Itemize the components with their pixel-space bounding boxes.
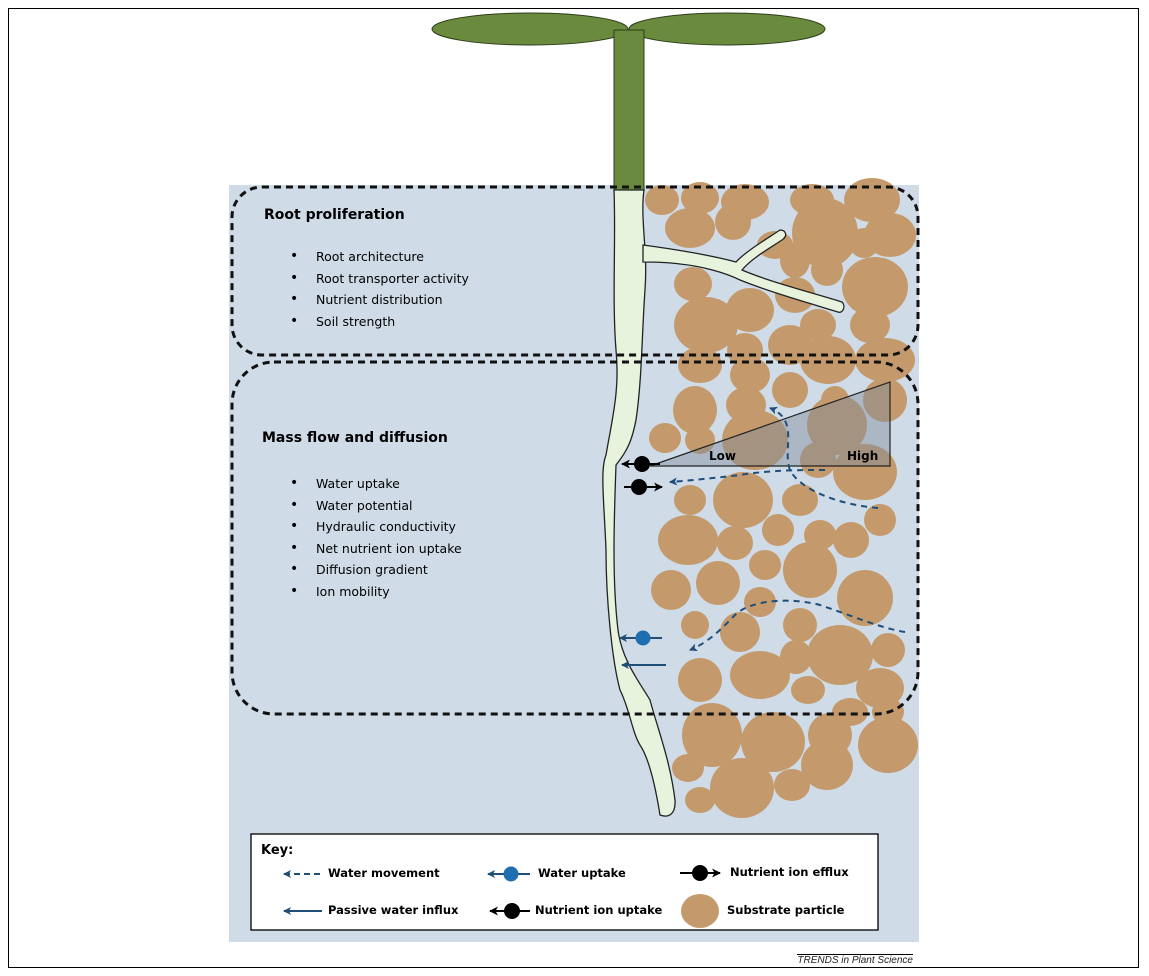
list-item: Net nutrient ion uptake (290, 538, 462, 560)
key-title: Key: (261, 843, 294, 858)
list-item: Hydraulic conductivity (290, 516, 462, 538)
root-proliferation-zone (230, 185, 920, 357)
mass-flow-zone (230, 360, 920, 716)
lateral-root (642, 229, 845, 313)
list-item: Soil strength (290, 311, 469, 333)
nutrient-ion-uptake-marker (621, 456, 660, 472)
water-movement-paths (669, 406, 906, 652)
diffusion-gradient-triangle (649, 381, 891, 467)
root-proliferation-list: Root architecture Root transporter activ… (290, 246, 469, 332)
key-passive-water-influx-label: Passive water influx (328, 903, 459, 917)
key-substrate-particle-label: Substrate particle (727, 903, 845, 917)
mass-flow-list: Water uptake Water potential Hydraulic c… (290, 473, 462, 602)
nutrient-ion-efflux-marker (624, 479, 663, 495)
list-item: Root architecture (290, 246, 469, 268)
substrate-particles (645, 178, 918, 818)
key-water-uptake-label: Water uptake (538, 866, 626, 880)
root-proliferation-title: Root proliferation (264, 207, 405, 223)
key-nutrient-ion-uptake-label: Nutrient ion uptake (535, 903, 663, 917)
left-cotyledon (431, 12, 629, 46)
key-nutrient-ion-uptake-symbol (489, 903, 530, 919)
list-item: Water uptake (290, 473, 462, 495)
gradient-low-label: Low (709, 449, 736, 463)
list-item: Water potential (290, 495, 462, 517)
key-box (250, 833, 879, 931)
list-item: Nutrient distribution (290, 289, 469, 311)
seedling-shoot (431, 12, 826, 191)
journal-credit: TRENDS in Plant Science (797, 954, 913, 966)
right-cotyledon (628, 12, 826, 46)
list-item: Ion mobility (290, 581, 462, 603)
key-nutrient-ion-efflux-symbol (680, 865, 721, 881)
water-uptake-marker (619, 630, 662, 646)
list-item: Root transporter activity (290, 268, 469, 290)
key-substrate-particle-symbol (681, 894, 719, 928)
stem (613, 29, 645, 191)
gradient-high-label: High (847, 449, 878, 463)
key-water-movement-label: Water movement (328, 866, 440, 880)
list-item: Diffusion gradient (290, 559, 462, 581)
key-water-uptake-symbol (487, 866, 530, 882)
mass-flow-title: Mass flow and diffusion (262, 430, 448, 446)
primary-root (602, 189, 676, 817)
key-nutrient-ion-efflux-label: Nutrient ion efflux (730, 865, 849, 879)
